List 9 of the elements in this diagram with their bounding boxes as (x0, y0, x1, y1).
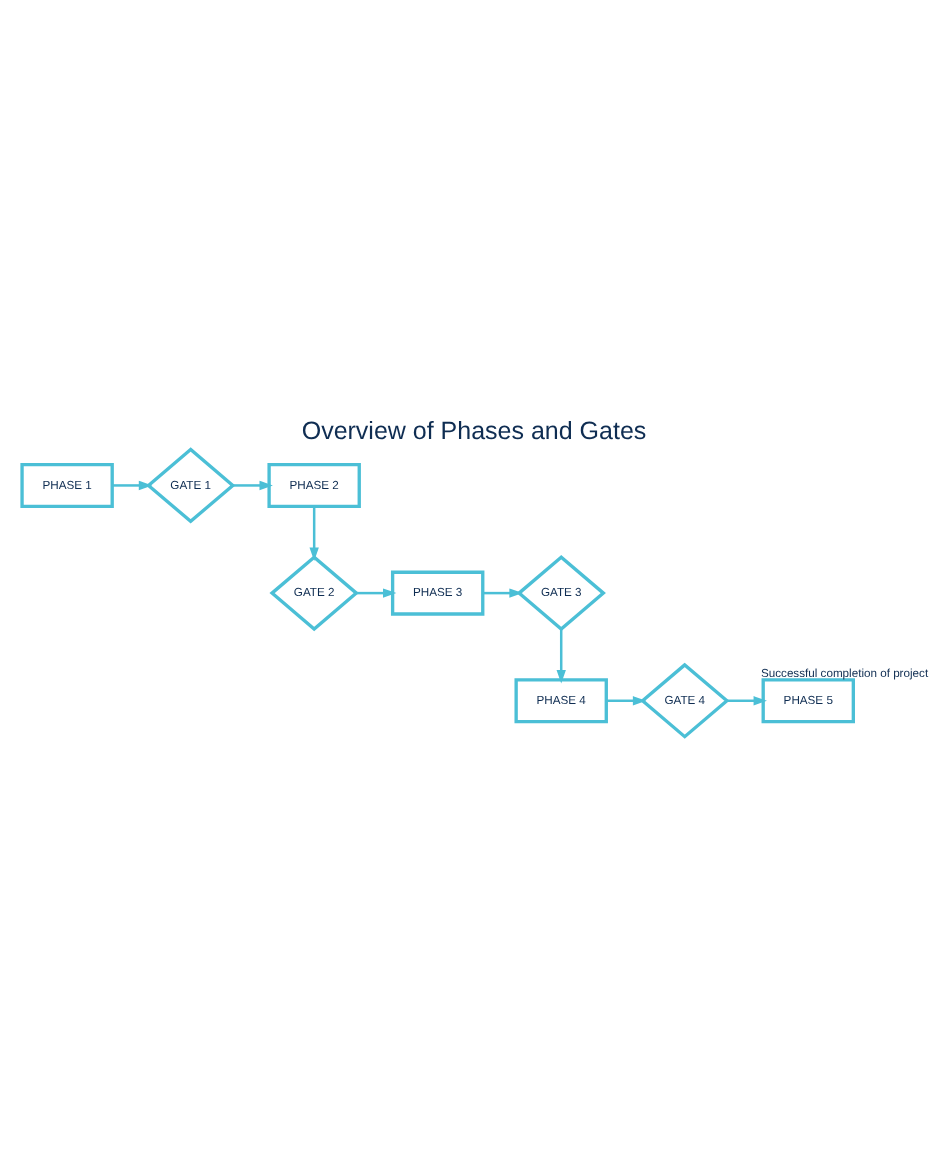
arrow (232, 480, 273, 491)
diagram-title: Overview of Phases and Gates (301, 416, 647, 445)
arrow (556, 629, 566, 684)
arrow (482, 588, 523, 598)
arrow (356, 588, 397, 598)
arrow (726, 696, 767, 706)
arrow (309, 506, 319, 561)
arrow (112, 480, 153, 491)
arrow (606, 696, 647, 706)
